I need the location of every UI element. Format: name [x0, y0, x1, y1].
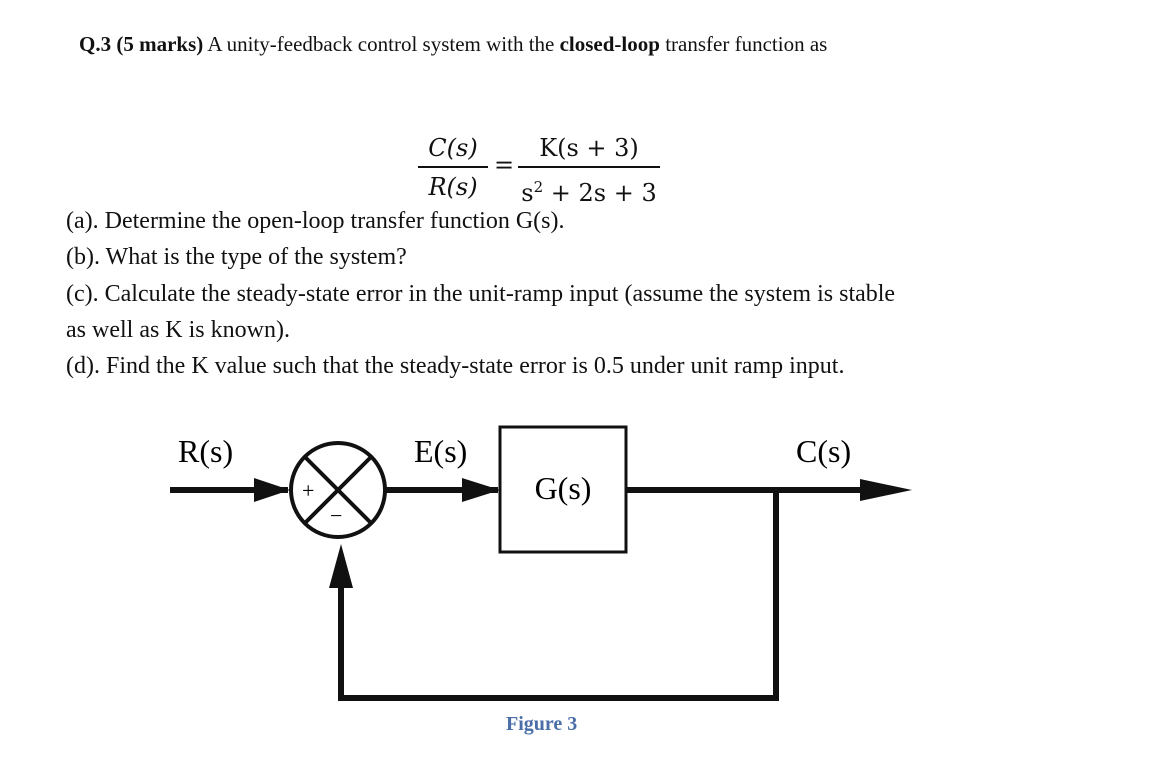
- plus-sign: +: [302, 478, 314, 503]
- input-label: R(s): [178, 433, 233, 469]
- rhs-numerator: K(s + 3): [518, 132, 660, 168]
- g-block-label: G(s): [535, 470, 592, 506]
- rhs-fraction: K(s + 3) s2 + 2s + 3: [518, 132, 660, 209]
- input-arrow-icon: [254, 478, 290, 502]
- output-arrow-icon: [860, 479, 912, 501]
- block-diagram: + − G(s) R(s) E(s) C(s): [170, 425, 912, 701]
- rhs-den-s: s: [521, 179, 534, 207]
- question-number: Q.3: [79, 32, 112, 56]
- minus-sign: −: [330, 503, 342, 528]
- rhs-den-exponent: 2: [533, 178, 544, 196]
- part-b: (b). What is the type of the system?: [66, 244, 407, 270]
- question-header: Q.3 (5 marks) A unity-feedback control s…: [79, 32, 827, 57]
- rhs-denominator: s2 + 2s + 3: [518, 168, 660, 209]
- rhs-den-rest: + 2s + 3: [543, 179, 657, 207]
- error-label: E(s): [414, 433, 467, 469]
- part-c-continued: as well as K is known).: [66, 317, 290, 343]
- question-intro-bold: closed-loop: [559, 32, 660, 56]
- g-block: [498, 425, 628, 554]
- part-a: (a). Determine the open-loop transfer fu…: [66, 208, 565, 234]
- lhs-denominator: R(s): [428, 173, 478, 201]
- lhs-numerator: C(s): [418, 132, 488, 168]
- lhs-fraction: C(s) R(s): [418, 132, 488, 203]
- question-intro-pre: A unity-feedback control system with the: [207, 32, 555, 56]
- question-marks: (5 marks): [116, 32, 204, 56]
- feedback-arrow-icon: [329, 544, 353, 588]
- feedback-path: [338, 490, 779, 701]
- figure-caption: Figure 3: [506, 713, 578, 735]
- transfer-function-equation: C(s) R(s) = K(s + 3) s2 + 2s + 3: [418, 132, 668, 212]
- part-c: (c). Calculate the steady-state error in…: [66, 281, 896, 307]
- question-intro-post: transfer function as: [665, 32, 828, 56]
- error-arrow-icon: [462, 478, 500, 502]
- part-d: (d). Find the K value such that the stea…: [66, 353, 845, 379]
- output-label: C(s): [796, 433, 851, 469]
- equals-sign: =: [494, 151, 515, 179]
